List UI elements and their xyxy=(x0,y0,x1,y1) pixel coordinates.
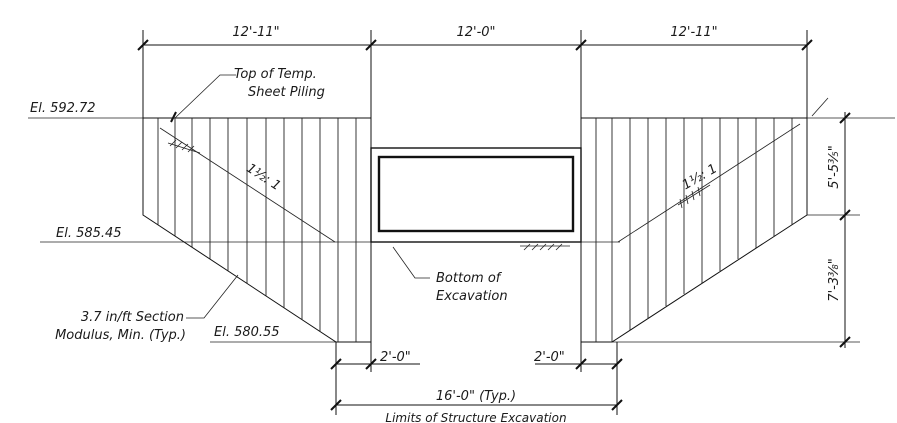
top-dimension-line xyxy=(137,30,813,148)
note-bottom-excavation-2: Excavation xyxy=(436,289,508,304)
bottom-dimensions xyxy=(330,342,623,415)
elevation-middle: El. 585.45 xyxy=(56,226,122,241)
dim-top-right: 12'-11" xyxy=(670,25,717,40)
limits-label: Limits of Structure Excavation xyxy=(385,411,566,423)
note-top-piling-2: Sheet Piling xyxy=(248,85,325,100)
dim-bottom-right-offset: 2'-0" xyxy=(534,350,565,365)
note-section-modulus-1: 3.7 in/ft Section xyxy=(81,310,184,325)
box-culvert xyxy=(370,147,582,251)
elevation-bottom: El. 580.55 xyxy=(214,325,280,340)
dim-bottom-left-offset: 2'-0" xyxy=(380,350,411,365)
right-vertical-dimension xyxy=(839,112,851,348)
slope-left: 1½: 1 xyxy=(243,161,283,194)
elevation-top: El. 592.72 xyxy=(30,101,96,116)
leader-bottom-excavation xyxy=(392,246,430,279)
dim-right-lower: 7'-3⅜" xyxy=(827,258,842,301)
dim-bottom-total: 16'-0" (Typ.) xyxy=(436,389,516,404)
leader-section-modulus xyxy=(186,274,239,319)
leader-top-piling xyxy=(170,74,236,123)
dim-top-middle: 12'-0" xyxy=(456,25,495,40)
left-sheet-piling xyxy=(142,117,372,343)
right-sheet-piling xyxy=(580,97,829,343)
dim-top-left: 12'-11" xyxy=(232,25,279,40)
note-bottom-excavation-1: Bottom of xyxy=(436,271,503,286)
dim-right-upper: 5'-5⅗" xyxy=(827,145,842,188)
note-top-piling-1: Top of Temp. xyxy=(234,67,317,82)
note-section-modulus-2: Modulus, Min. (Typ.) xyxy=(55,328,186,343)
slope-right: 1½: 1 xyxy=(680,161,720,193)
